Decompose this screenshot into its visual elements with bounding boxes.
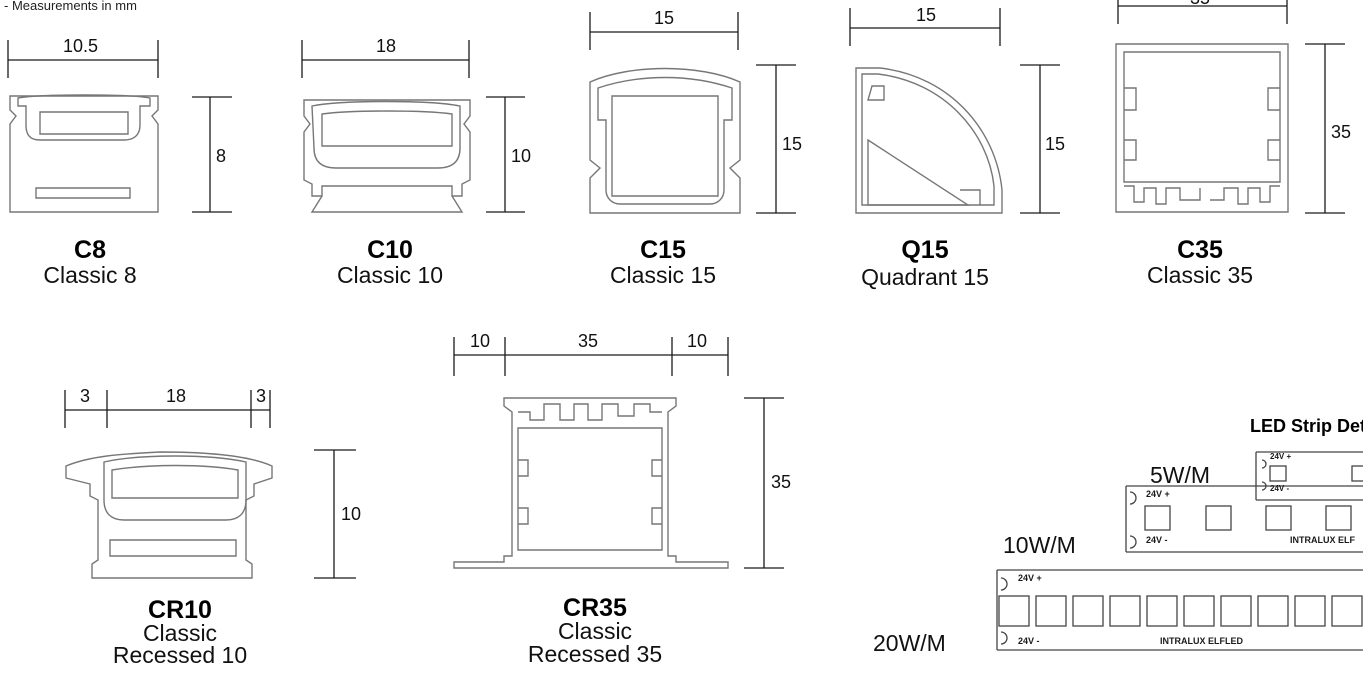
strip-5w-minus: 24V - [1270,484,1290,493]
c8-code: C8 [74,236,106,264]
cr10-code: CR10 [148,596,212,624]
c8-dimension-lines [7,40,232,213]
strip-10w-brand: INTRALUX ELF [1290,535,1355,545]
c35-code: C35 [1177,236,1223,264]
strip-20w-minus: 24V - [1018,636,1040,646]
cr35-name-line1: Classic [557,618,633,644]
c35-height: 35 [1331,122,1352,142]
cr10-width: 18 [166,386,187,406]
led-strip-5w [1255,451,1363,501]
c8-name: Classic 8 [43,262,137,288]
c15-width: 15 [654,8,675,28]
strip-20w-brand: INTRALUX ELFLED [1160,636,1243,646]
c10-code: C10 [367,236,413,264]
led-strip-title: LED Strip Det [1250,416,1363,436]
c35-dimension-lines [1117,0,1345,214]
cr10-flange-right: 3 [256,386,267,406]
c8-height: 8 [216,146,227,166]
c15-height: 15 [782,134,803,154]
c35-profile [1115,43,1289,213]
c8-width: 10.5 [63,36,99,56]
c10-profile [303,99,471,213]
cr10-name-line1: Classic [142,620,218,646]
c15-dimension-lines [589,12,796,214]
cr35-height: 35 [771,472,792,492]
cr35-flange-left: 10 [470,331,491,351]
strip-20w-label: 20W/M [873,630,946,656]
c15-profile [589,67,741,214]
c35-name: Classic 35 [1146,262,1254,288]
strip-20w-plus: 24V + [1018,573,1042,583]
strip-10w-label: 10W/M [1003,532,1076,558]
q15-profile [855,67,1003,214]
cr10-height: 10 [341,504,362,524]
strip-5w-label: 5W/M [1150,462,1211,488]
c10-dimension-lines [301,40,525,213]
cr10-flange-left: 3 [80,386,91,406]
cr10-name-line2: Recessed 10 [112,642,248,668]
cr35-name-line2: Recessed 35 [527,641,663,667]
q15-name: Quadrant 15 [861,264,989,290]
cr10-profile [65,451,273,579]
cr35-profile [453,397,729,569]
cr35-code: CR35 [563,594,627,622]
measurement-note: - Measurements in mm [4,0,137,13]
cr10-dimension-lines [64,390,356,579]
strip-5w-plus: 24V + [1270,452,1292,461]
c8-profile [9,94,159,213]
led-strip-10w [1125,485,1363,553]
strip-10w-plus: 24V + [1146,489,1170,499]
cr35-flange-right: 10 [687,331,708,351]
cr35-dimension-lines [453,337,784,569]
c10-width: 18 [376,36,397,56]
q15-code: Q15 [901,236,949,264]
q15-width: 15 [916,5,937,25]
c10-name: Classic 10 [336,262,444,288]
led-strip-20w [996,569,1363,651]
c35-width: 35 [1190,0,1210,9]
strip-10w-minus: 24V - [1146,535,1168,545]
cr35-width: 35 [578,331,599,351]
c15-code: C15 [640,236,686,264]
c15-name: Classic 15 [609,262,717,288]
q15-dimension-lines [849,8,1060,214]
c10-height: 10 [511,146,532,166]
q15-height: 15 [1045,134,1066,154]
